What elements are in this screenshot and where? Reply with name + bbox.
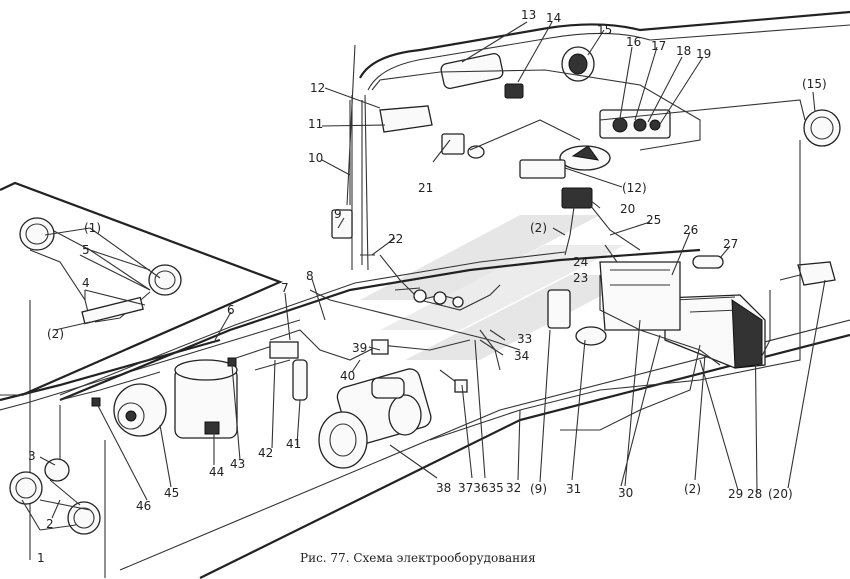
- relay-block-12: [379, 105, 433, 133]
- label: 28: [747, 487, 762, 501]
- headlamp-inset-left: [19, 217, 55, 251]
- turn-signal: [39, 458, 91, 511]
- figure-caption: Рис. 77. Схема электрооборудования: [300, 551, 536, 565]
- label: 44: [209, 465, 224, 479]
- connector-block-20: [797, 261, 836, 286]
- label: (20): [768, 487, 793, 501]
- label: 7: [281, 281, 289, 295]
- voltage-regulator: [519, 159, 566, 179]
- fan-regulator: [559, 145, 611, 171]
- label: (2): [684, 482, 701, 496]
- label: 27: [723, 237, 738, 251]
- label: 22: [388, 232, 403, 246]
- label: 25: [646, 213, 661, 227]
- label: (12): [622, 181, 647, 195]
- label: 43: [230, 457, 245, 471]
- front-headlight-left: [9, 471, 43, 505]
- label: 17: [651, 39, 666, 53]
- label: 34: [514, 349, 529, 363]
- label: 38: [436, 481, 451, 495]
- label: (2): [530, 221, 547, 235]
- label: 21: [418, 181, 433, 195]
- label: 8: [306, 269, 314, 283]
- relay-20: [561, 187, 593, 209]
- battery-box: [599, 261, 681, 331]
- label: 15: [597, 23, 612, 37]
- label: (9): [530, 482, 547, 496]
- label: 42: [258, 446, 273, 460]
- battery: [664, 294, 766, 369]
- label: 24: [573, 255, 588, 269]
- starter-motor: [318, 368, 432, 469]
- sensor-41: [292, 359, 308, 401]
- label: 45: [164, 486, 179, 500]
- label: 373635: [458, 481, 504, 495]
- horn-15: [561, 46, 595, 82]
- gauge-panel: [599, 109, 671, 139]
- lamp-27: [692, 255, 724, 269]
- label: 29: [728, 487, 743, 501]
- leader-lines: [21, 21, 826, 531]
- label: 4: [82, 276, 90, 290]
- air-cleaner: [174, 359, 238, 439]
- label: 11: [308, 117, 323, 131]
- solenoid: [371, 377, 405, 399]
- label: 13: [521, 8, 536, 22]
- label: 3: [28, 449, 36, 463]
- label: 41: [286, 437, 301, 451]
- label: 10: [308, 151, 323, 165]
- label: 2: [46, 517, 54, 531]
- signal-31: [575, 326, 607, 346]
- lamp-15b: [803, 109, 841, 147]
- label: 32: [506, 481, 521, 495]
- label: 40: [340, 369, 355, 383]
- label: 5: [82, 243, 90, 257]
- label: 33: [517, 332, 532, 346]
- relay-9b: [547, 289, 571, 329]
- label: 31: [566, 482, 581, 496]
- label: 18: [676, 44, 691, 58]
- inset-detail: [0, 181, 283, 397]
- fuse-9: [331, 209, 353, 239]
- wiper-motor: [440, 52, 524, 99]
- headlamp-inset-right: [148, 264, 182, 296]
- label: 46: [136, 499, 151, 513]
- label: 26: [683, 223, 698, 237]
- part-labels: 1 2 3 (1) 5 4 (2) 6 7 8 9 10 11 12 13 14…: [28, 8, 827, 565]
- label: 16: [626, 35, 641, 49]
- label: 12: [310, 81, 325, 95]
- label: (2): [47, 327, 64, 341]
- label: 1: [37, 551, 45, 565]
- label: 9: [334, 207, 342, 221]
- label: 6: [227, 303, 235, 317]
- label: 19: [696, 47, 711, 61]
- label: (1): [84, 221, 101, 235]
- switch-21: [441, 133, 485, 159]
- label: 30: [618, 486, 633, 500]
- label: 14: [546, 11, 561, 25]
- label: 23: [573, 271, 588, 285]
- label: 20: [620, 202, 635, 216]
- front-headlight-right: [67, 501, 101, 535]
- label: 39: [352, 341, 367, 355]
- label: (15): [802, 77, 827, 91]
- generator: [113, 383, 167, 437]
